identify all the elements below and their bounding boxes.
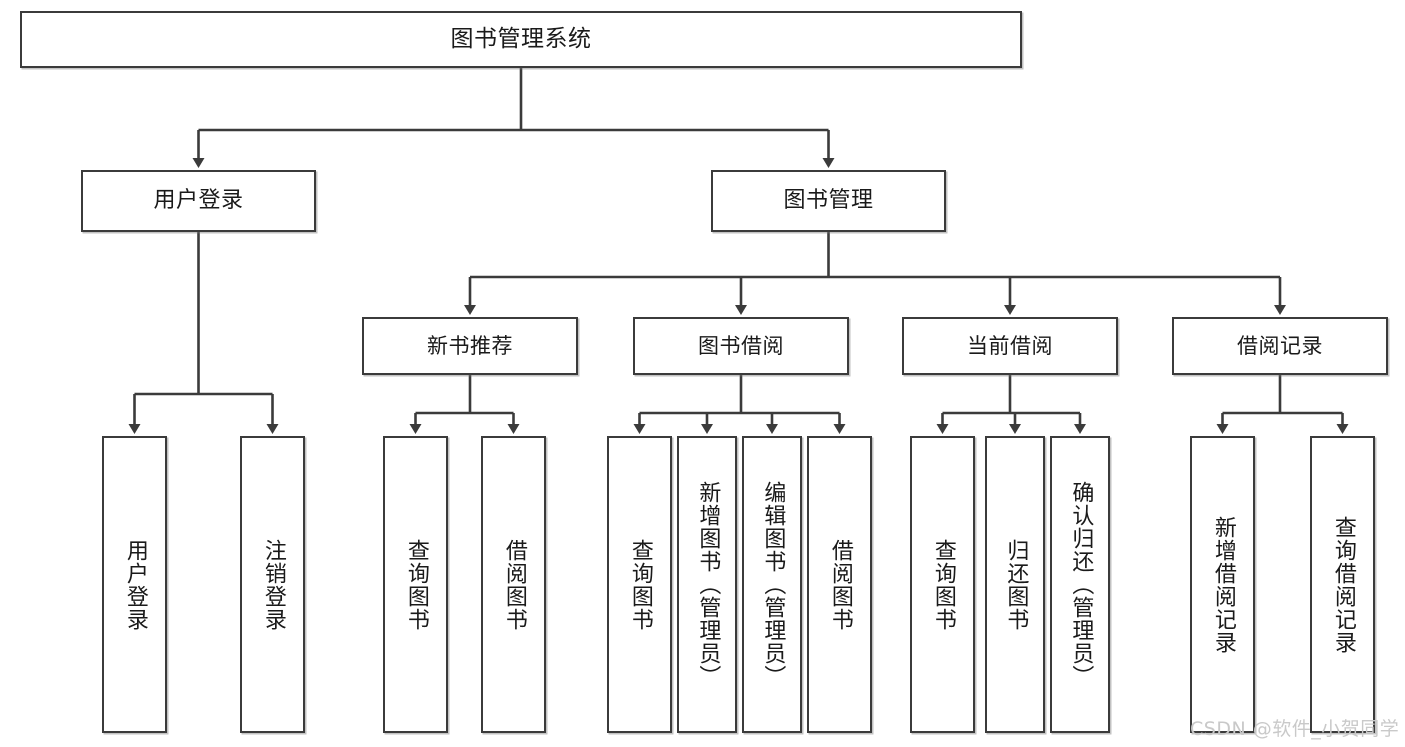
level2-node-1[interactable]: 图书管理 [711, 170, 946, 232]
node-label: 用户登录 [153, 188, 244, 214]
node-label: 借阅图书 [501, 538, 527, 631]
leaf-node-4[interactable]: 查询图书 [607, 436, 672, 733]
leaf-node-3[interactable]: 借阅图书 [481, 436, 546, 733]
node-label: 图书借阅 [698, 333, 784, 358]
watermark-label: CSDN @软件_小贺同学 [1190, 718, 1400, 740]
node-label: 新书推荐 [427, 333, 513, 358]
level3-node-3[interactable]: 借阅记录 [1172, 317, 1388, 375]
leaf-node-0[interactable]: 用户登录 [102, 436, 167, 733]
node-label: 确认归还（管理员） [1068, 481, 1094, 688]
leaf-node-11[interactable]: 新增借阅记录 [1190, 436, 1255, 733]
node-label: 当前借阅 [967, 333, 1053, 358]
leaf-node-12[interactable]: 查询借阅记录 [1310, 436, 1375, 733]
level2-node-0[interactable]: 用户登录 [81, 170, 316, 232]
node-label: 归还图书 [1003, 538, 1029, 631]
node-label: 图书管理系统 [450, 25, 592, 52]
leaf-node-7[interactable]: 借阅图书 [807, 436, 872, 733]
node-label: 用户登录 [122, 538, 148, 631]
node-label: 查询图书 [627, 538, 653, 631]
leaf-node-5[interactable]: 新增图书（管理员） [677, 436, 737, 733]
node-label: 查询图书 [930, 538, 956, 631]
leaf-node-10[interactable]: 确认归还（管理员） [1050, 436, 1110, 733]
leaf-node-6[interactable]: 编辑图书（管理员） [742, 436, 802, 733]
root-node-0[interactable]: 图书管理系统 [20, 11, 1022, 68]
node-label: 查询借阅记录 [1330, 515, 1356, 654]
node-label: 编辑图书（管理员） [760, 481, 786, 688]
leaf-node-1[interactable]: 注销登录 [240, 436, 305, 733]
node-label: 查询图书 [403, 538, 429, 631]
level3-node-1[interactable]: 图书借阅 [633, 317, 849, 375]
node-label: 注销登录 [260, 538, 286, 631]
leaf-node-8[interactable]: 查询图书 [910, 436, 975, 733]
level3-node-0[interactable]: 新书推荐 [362, 317, 578, 375]
node-label: 借阅图书 [827, 538, 853, 631]
node-label: 借阅记录 [1237, 333, 1323, 358]
node-label: 新增图书（管理员） [695, 481, 721, 688]
node-label: 图书管理 [783, 188, 874, 214]
leaf-node-9[interactable]: 归还图书 [985, 436, 1045, 733]
level3-node-2[interactable]: 当前借阅 [902, 317, 1118, 375]
node-label: 新增借阅记录 [1210, 515, 1236, 654]
leaf-node-2[interactable]: 查询图书 [383, 436, 448, 733]
